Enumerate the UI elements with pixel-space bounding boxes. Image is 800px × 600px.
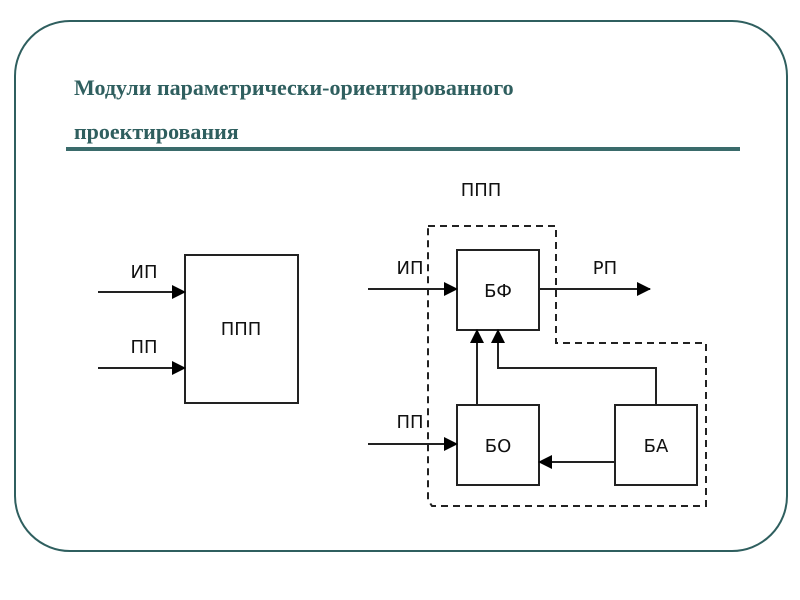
block-ba <box>614 404 698 486</box>
output-label-rp: РП <box>593 258 617 279</box>
slide-title: Модули параметрически-ориентированного п… <box>74 66 734 154</box>
title-underline <box>66 147 740 151</box>
block-bf-label: БФ <box>484 281 512 302</box>
input-label-pp: ПП <box>396 412 423 433</box>
title-line-1: Модули параметрически-ориентированного <box>74 75 514 100</box>
input-label-pp: ПП <box>130 337 157 358</box>
group-label-ppp: ППП <box>461 180 502 201</box>
block-bo-label: БО <box>485 436 512 457</box>
input-label-ip: ИП <box>397 258 424 279</box>
title-line-2: проектирования <box>74 119 239 144</box>
block-ba-label: БА <box>644 436 669 457</box>
input-label-ip: ИП <box>131 262 158 283</box>
ppp-block <box>184 254 299 404</box>
ppp-block-label: ППП <box>221 319 262 340</box>
right-diagram: ППП БФ БО БА ИП ПП РП <box>368 180 707 507</box>
ppp-dashed-boundary <box>427 225 707 507</box>
left-diagram: ППП ИП ПП <box>98 254 299 404</box>
arrow-ba-to-bf <box>491 329 657 405</box>
